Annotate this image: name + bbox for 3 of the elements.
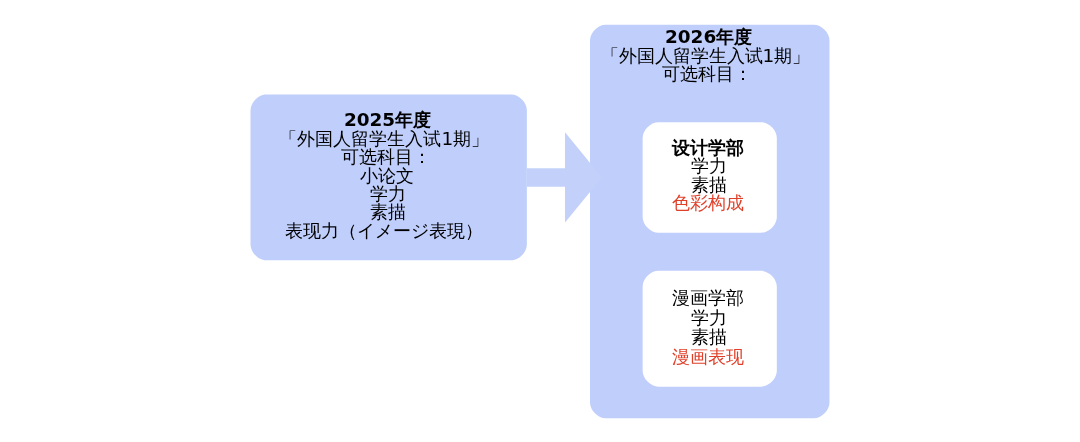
node-box: 2025年度 「外国人留学生入试1期」 可选科目： 小论文 学力 素描 表现力（イメージ表現）: [250, 94, 527, 260]
node-box: 设计学部 学力 素描 色彩构成: [642, 121, 777, 233]
node-box: 漫画学部 学力 素描 漫画表现: [642, 270, 777, 387]
